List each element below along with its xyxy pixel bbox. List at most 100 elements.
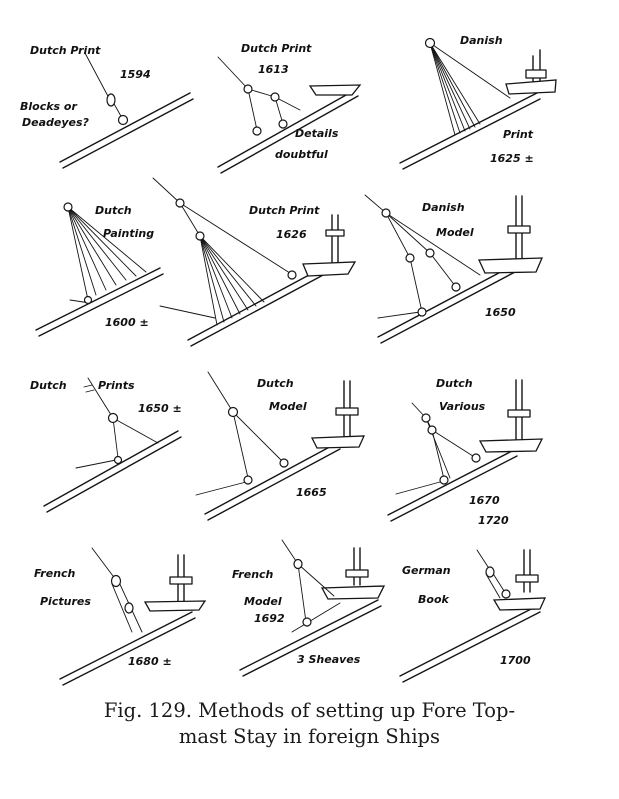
bowsprit [399, 605, 541, 683]
fore-topmast-stay [281, 539, 341, 633]
stay-blocks [381, 208, 461, 317]
panel-note: Painting [103, 227, 154, 240]
ship-bow [507, 195, 531, 259]
bowsprit [377, 265, 516, 344]
bowsprit [35, 267, 164, 337]
panel-date: 1720 [478, 514, 509, 527]
panel-label: Dutch Print [30, 44, 101, 57]
figure-caption-line-2: mast Stay in foreign Ships [178, 725, 441, 748]
panel-note: Model [436, 226, 474, 239]
fore-topmast-stay [364, 194, 481, 319]
panel-label: Dutch Print [249, 204, 320, 217]
bowsprit [59, 92, 194, 169]
panel-date: 1692 [254, 612, 285, 625]
panel-date: 1613 [258, 63, 289, 76]
ship-bow [335, 380, 359, 437]
ship-deck [302, 261, 357, 277]
stay-block [63, 202, 73, 212]
stay-blocks [485, 566, 511, 599]
bowsprit [43, 430, 182, 513]
ship-deck [310, 435, 366, 449]
bowsprit-block [83, 295, 93, 305]
ship-bow [507, 379, 531, 441]
fore-topmast-stay [84, 52, 123, 119]
panel-dutch-print-1613: Dutch Print 1613 Details doubtful [217, 42, 362, 174]
fore-topmast-stay [91, 547, 143, 633]
panel-label: German [402, 564, 451, 577]
ship-bow [525, 49, 547, 85]
panel-label: Dutch [95, 204, 132, 217]
stay-blocks [227, 406, 289, 485]
panel-date: 1650 [485, 306, 516, 319]
ship-deck [492, 597, 547, 611]
bowsprit [187, 267, 326, 347]
panel-note: Pictures [40, 595, 91, 608]
panel-dutch-print-1626: Dutch Print 1626 [152, 177, 357, 347]
panel-label: Dutch Print [241, 42, 312, 55]
panel-label: French [34, 567, 76, 580]
panel-note: Print [503, 128, 534, 141]
panel-label: Dutch [30, 379, 67, 392]
stay-blocks [243, 84, 288, 136]
bowsprit [217, 89, 359, 174]
panel-date: 1600 ± [105, 316, 149, 329]
panel-date: 1670 [469, 494, 500, 507]
panel-dutch-painting-1600: Dutch Painting 1600 ± [35, 202, 164, 337]
bowsprit [399, 92, 541, 170]
fore-topmast-stay [67, 206, 147, 304]
ship-deck [477, 257, 543, 274]
panel-date: 1594 [120, 68, 151, 81]
stay-blocks [107, 412, 123, 465]
stay-block [106, 93, 116, 107]
panel-label: Danish [460, 34, 503, 47]
bowsprit [204, 442, 341, 521]
panel-date: 1665 [296, 486, 327, 499]
ship-deck [505, 79, 557, 95]
panel-french-model-1692: French Model 1692 3 Sheaves [232, 539, 386, 677]
fore-topmast-stay [195, 371, 285, 496]
panel-note: Deadeyes? [22, 116, 90, 129]
panel-danish-print-1625: Danish Print 1625 ± [399, 34, 557, 170]
figure-caption-line-1: Fig. 129. Methods of setting up Fore Top… [103, 699, 516, 722]
panel-french-pictures-1680: French Pictures 1680 ± [34, 547, 207, 686]
bowsprit [387, 449, 518, 522]
stay-blocks [175, 198, 297, 280]
ship-deck [143, 600, 207, 612]
fore-topmast-stay [217, 56, 301, 131]
panel-label: French [232, 568, 274, 581]
panel-note: Blocks or [20, 100, 77, 113]
stay-block [424, 37, 436, 49]
fore-topmast-stay [395, 402, 477, 495]
ship-bow [515, 549, 539, 593]
panel-label: Dutch [257, 377, 294, 390]
panel-date: 1626 [276, 228, 307, 241]
panel-danish-model-1650: Danish Model 1650 [364, 194, 543, 344]
panel-note: Book [418, 593, 449, 606]
ship-deck [320, 585, 386, 600]
panel-label: Dutch [436, 377, 473, 390]
panel-note: doubtful [275, 148, 328, 161]
panel-note: Prints [98, 379, 135, 392]
stay-blocks [293, 558, 312, 627]
panel-dutch-print-1594: Dutch Print 1594 Blocks or Deadeyes? [20, 44, 194, 169]
ship-bow [325, 214, 345, 263]
panel-note: Model [244, 595, 282, 608]
stay-blocks [110, 574, 134, 614]
panel-dutch-various-1670-1720: Dutch Various 1670 1720 [387, 377, 544, 527]
panel-dutch-model-1665: Dutch Model 1665 [195, 371, 366, 521]
ship-bow [345, 547, 369, 586]
ship-deck [478, 438, 544, 453]
panel-date: 1680 ± [128, 655, 172, 668]
stay-blocks [421, 413, 481, 485]
panel-note: 3 Sheaves [297, 653, 361, 666]
fore-topmast-stay [75, 377, 159, 469]
panel-date: 1625 ± [490, 152, 534, 165]
panel-date: 1650 ± [138, 402, 182, 415]
panel-note: Various [439, 400, 486, 413]
fore-topmast-stay [152, 177, 294, 326]
ship-bow [169, 554, 193, 603]
panel-date: 1700 [500, 654, 531, 667]
panel-dutch-prints-1650: Dutch Prints 1650 ± [30, 377, 182, 513]
panel-note: Details [295, 127, 339, 140]
